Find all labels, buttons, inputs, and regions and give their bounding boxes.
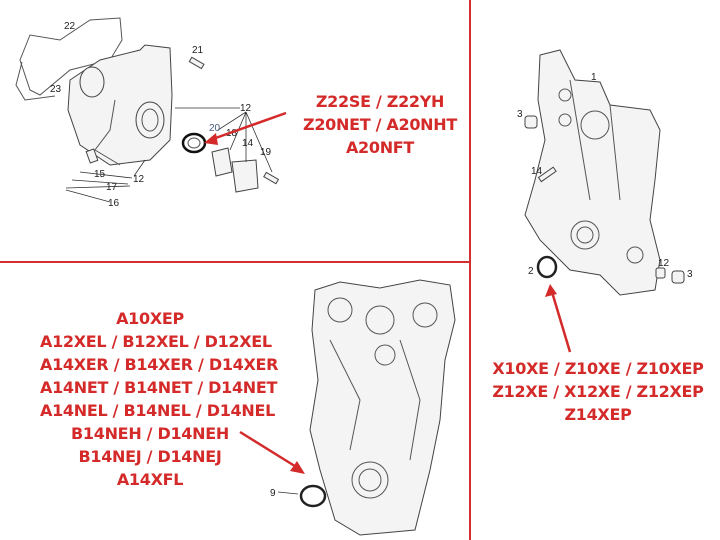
red-arrow (209, 111, 287, 142)
engine-code: A10XEP (116, 309, 184, 328)
bolt-14 (537, 166, 557, 183)
engine-code: A14NEL / B14NEL / D14NEL (40, 401, 275, 420)
callout-21: 21 (192, 45, 204, 56)
plate-18 (211, 147, 233, 177)
engine-code: A20NFT (345, 138, 415, 157)
callout-17: 17 (106, 182, 118, 193)
plate-14 (231, 159, 259, 193)
engine-code: Z12XE / X12XE / Z12XEP (492, 382, 704, 401)
timing-cover-1-0l-drawing: 1 3 14 2 12 3 (517, 49, 693, 353)
timing-cover-1-4l-drawing: 9 (239, 279, 456, 536)
engine-code: Z14XEP (564, 405, 632, 424)
engine-code: A14NET / B14NET / D14NET (40, 378, 278, 397)
callout-20: 20 (209, 123, 221, 134)
callout-15: 15 (94, 169, 106, 180)
engine-code: A14XFL (116, 470, 184, 489)
engine-code: B14NEJ / D14NEJ (78, 447, 222, 466)
engine-code: Z20NET / A20NHT (303, 115, 457, 134)
engine-list-bottom-left: A10XEP A12XEL / B12XEL / D12XEL A14XER /… (40, 307, 279, 491)
seal-9 (299, 484, 327, 508)
sleeve-12 (655, 267, 666, 279)
engine-code: A14XER / B14XER / D14XER (40, 355, 279, 374)
callout-12: 12 (240, 103, 252, 114)
timing-cover-2l-drawing: 22 21 23 12 20 18 14 19 15 12 17 16 (15, 17, 287, 209)
engine-code: X10XE / Z10XE / Z10XEP (492, 359, 704, 378)
callout-1: 1 (591, 72, 597, 83)
callout-3: 3 (517, 109, 523, 120)
plug-3b (671, 270, 685, 284)
callout-3b: 3 (687, 269, 693, 280)
callout-14: 14 (531, 166, 543, 177)
callout-19: 19 (260, 147, 272, 158)
callout-2: 2 (528, 266, 534, 277)
seal-2 (536, 255, 558, 279)
callout-23: 23 (50, 84, 62, 95)
callout-12: 12 (658, 258, 670, 269)
engine-list-top-left: Z22SE / Z22YH Z20NET / A20NHT A20NFT (280, 90, 480, 159)
engine-code: A12XEL / B12XEL / D12XEL (40, 332, 272, 351)
horizontal-divider (0, 261, 470, 263)
engine-code: B14NEH / D14NEH (71, 424, 229, 443)
callout-14: 14 (242, 138, 254, 149)
red-arrow (239, 430, 299, 470)
callout-12b: 12 (133, 174, 145, 185)
plug-3 (524, 115, 538, 129)
callout-9: 9 (270, 488, 276, 499)
timing-cover (309, 279, 456, 536)
vertical-divider (469, 0, 471, 540)
engine-code: Z22SE / Z22YH (315, 92, 445, 111)
red-arrow (550, 291, 572, 353)
callout-16: 16 (108, 198, 120, 209)
engine-list-right: X10XE / Z10XE / Z10XEP Z12XE / X12XE / Z… (488, 357, 708, 426)
callout-22: 22 (64, 21, 76, 32)
gasket-22 (19, 17, 123, 96)
